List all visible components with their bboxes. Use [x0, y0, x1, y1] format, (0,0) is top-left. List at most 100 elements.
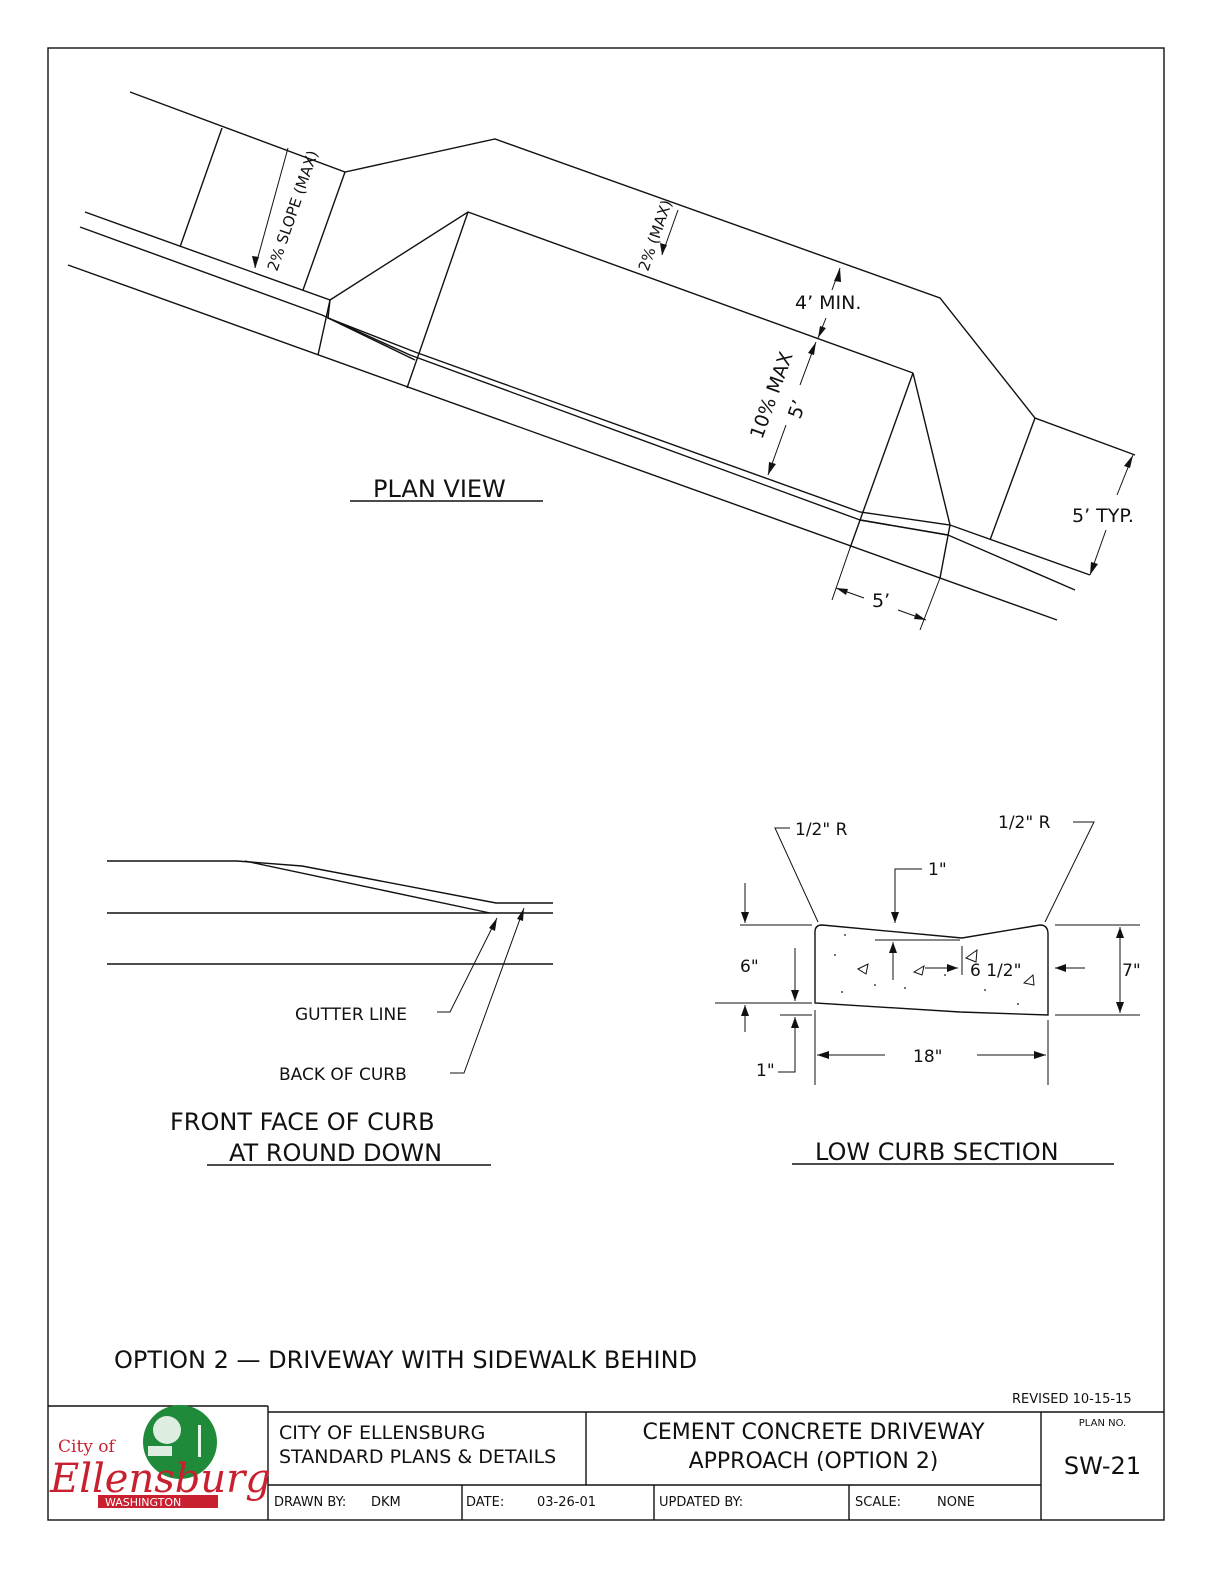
- arrow-head: [489, 918, 497, 931]
- logo-tree-icon: [153, 1416, 181, 1444]
- arrow-head: [836, 588, 848, 595]
- scale-value: NONE: [937, 1495, 975, 1510]
- curb-profile: [814, 924, 1049, 1016]
- leader-radius-right: [1044, 821, 1095, 923]
- sheet-title-1: CEMENT CONCRETE DRIVEWAY: [642, 1420, 985, 1445]
- arrow-head: [768, 462, 776, 475]
- arrow-head: [741, 912, 749, 923]
- ext-line-right: [919, 577, 941, 631]
- plan-view-title: PLAN VIEW: [373, 475, 506, 503]
- arrow-head: [1090, 562, 1098, 575]
- label-slope-sidewalk: 2% SLOPE (MAX): [264, 148, 322, 273]
- back-of-sidewalk-line: [129, 91, 1136, 456]
- arrow-head: [517, 908, 524, 921]
- round-down-left: [327, 317, 416, 361]
- label-height-right: 7": [1122, 961, 1141, 981]
- sidewalk-joint-1: [179, 127, 223, 248]
- front-face-title-2: AT ROUND DOWN: [229, 1139, 442, 1167]
- label-radius-right: 1/2" R: [998, 813, 1051, 833]
- label-back-of-curb: BACK OF CURB: [279, 1065, 407, 1085]
- front-face-detail: GUTTER LINE BACK OF CURB FRONT FACE OF C…: [107, 860, 553, 1167]
- logo-ellensburg: Ellensburg: [49, 1456, 271, 1502]
- arrow-head: [808, 342, 816, 355]
- arrow-head: [889, 942, 897, 953]
- arrow-head: [817, 1051, 829, 1059]
- plan-view: 2% SLOPE (MAX) 2% (MAX) 4’ MIN. 10% MAX …: [67, 91, 1136, 631]
- sidewalk-joint-3: [989, 417, 1036, 541]
- driveway-left-edge: [406, 211, 469, 389]
- revised-note: REVISED 10-15-15: [1012, 1392, 1132, 1407]
- logo-washington: WASHINGTON: [105, 1496, 181, 1509]
- label-inner: 6 1/2": [970, 961, 1021, 981]
- label-max: 10% MAX: [746, 349, 798, 442]
- round-down-right: [859, 519, 949, 536]
- sidewalk-front-edge: [84, 211, 1091, 576]
- logo-bench-icon: [148, 1446, 172, 1456]
- city-logo: City of Ellensburg WASHINGTON: [49, 1405, 271, 1509]
- gutter-line: [67, 264, 1058, 621]
- label-gutter-line: GUTTER LINE: [295, 1005, 407, 1025]
- arrow-head: [741, 1005, 749, 1016]
- drawn-by-value: DKM: [371, 1495, 401, 1510]
- sheet-border: [47, 47, 1165, 1521]
- label-max-value: 5’: [784, 397, 811, 422]
- sheet-title-2: APPROACH (OPTION 2): [688, 1449, 939, 1474]
- option-title: OPTION 2 — DRIVEWAY WITH SIDEWALK BEHIND: [114, 1346, 697, 1374]
- arrow-head: [252, 256, 259, 268]
- arrow-head: [791, 1017, 799, 1028]
- date-value: 03-26-01: [537, 1495, 597, 1510]
- agency-line-1: CITY OF ELLENSBURG: [279, 1422, 486, 1444]
- arrow-head: [834, 268, 841, 282]
- curb-tick-left: [317, 299, 331, 356]
- updated-by-label: UPDATED BY:: [659, 1495, 744, 1510]
- label-min: 4’ MIN.: [795, 292, 861, 314]
- arrow-head: [947, 964, 958, 972]
- curb-tick-right: [939, 524, 951, 579]
- plan-no-label: PLAN NO.: [1078, 1418, 1127, 1429]
- arrow-head: [660, 243, 667, 255]
- front-face-top-line: [107, 860, 553, 904]
- title-block-grid: [48, 1405, 1164, 1520]
- dim-slope-sidewalk-line: [254, 147, 289, 269]
- date-label: DATE:: [466, 1495, 505, 1510]
- leader-back-of-curb: [450, 907, 525, 1074]
- plan-no: SW-21: [1063, 1452, 1142, 1480]
- dim-top-leader: [894, 868, 922, 923]
- agency-line-2: STANDARD PLANS & DETAILS: [279, 1446, 557, 1468]
- label-dim-top: 1": [928, 860, 947, 880]
- label-slope-driveway: 2% (MAX): [635, 198, 676, 274]
- arrow-head: [914, 613, 926, 620]
- arrow-head: [1034, 1051, 1046, 1059]
- driveway-wing-right: [912, 372, 951, 526]
- arrow-head: [1116, 1002, 1124, 1013]
- leader-gutter-line: [437, 917, 498, 1013]
- logo-lamp-icon: [198, 1425, 201, 1457]
- arrow-head: [1124, 455, 1133, 468]
- concrete-aggregate: [834, 934, 1035, 1005]
- dim-bottom-leader: [778, 1017, 796, 1073]
- arrow-head: [891, 912, 899, 923]
- sidewalk-joint-2: [302, 171, 346, 291]
- label-typ: 5’ TYP.: [1072, 505, 1134, 527]
- arrow-head: [1116, 927, 1124, 938]
- label-bottom-dim: 5’: [872, 590, 890, 612]
- arrow-head: [791, 990, 799, 1001]
- drawn-by-label: DRAWN BY:: [274, 1495, 347, 1510]
- label-width: 18": [913, 1047, 942, 1067]
- label-radius-left: 1/2" R: [795, 820, 848, 840]
- logo-city-of: City of: [58, 1437, 117, 1457]
- back-of-curb-line: [79, 226, 1076, 591]
- front-face-slope-line: [244, 860, 491, 914]
- driveway-right-edge-a: [849, 372, 914, 549]
- front-face-title-1: FRONT FACE OF CURB: [170, 1108, 435, 1136]
- low-curb-title: LOW CURB SECTION: [815, 1138, 1059, 1166]
- leader-radius-left: [774, 827, 819, 923]
- arrow-head: [818, 326, 826, 338]
- ext-line-left: [831, 547, 851, 601]
- scale-label: SCALE:: [855, 1495, 902, 1510]
- label-dim-bottom: 1": [756, 1061, 775, 1081]
- arrow-head: [1055, 964, 1066, 972]
- label-height-left: 6": [740, 957, 759, 977]
- logo-state-banner: [98, 1495, 218, 1508]
